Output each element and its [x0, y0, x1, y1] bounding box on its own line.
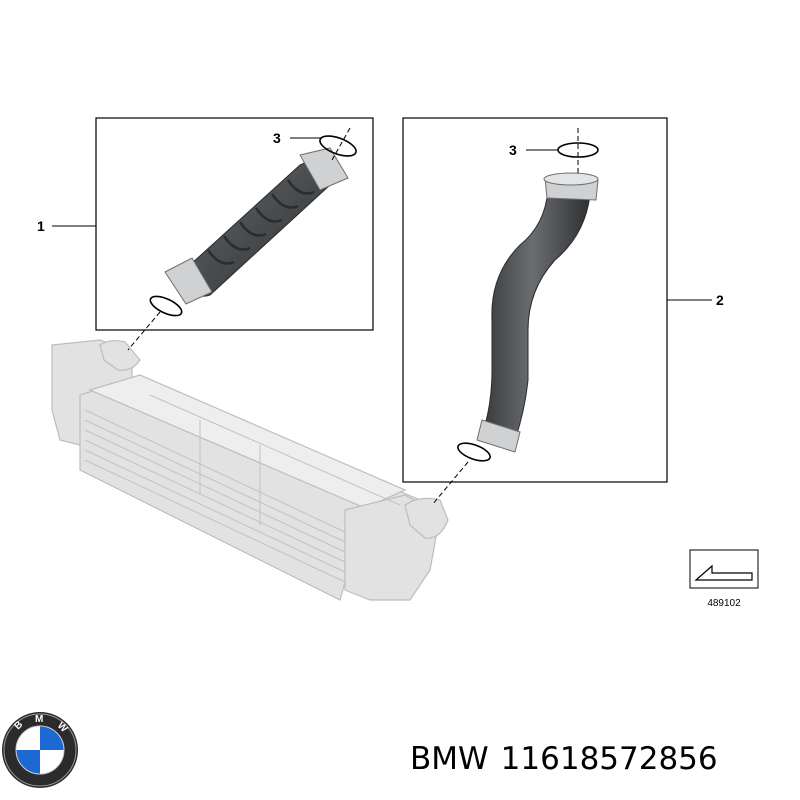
reference-box: [689, 549, 759, 589]
hose-2-seal-lower: [457, 442, 491, 462]
svg-text:M: M: [35, 714, 43, 725]
bmw-logo: B M W: [2, 712, 78, 788]
callout-3b-label: 3: [509, 142, 517, 158]
hose-2-body: [484, 189, 591, 441]
callout-3a-label: 3: [273, 130, 281, 146]
hose-2-clamp-lower: [476, 419, 521, 453]
hose-1: [127, 127, 357, 351]
detail-box-2: [402, 117, 668, 483]
hose-2-clamp-upper: [543, 172, 599, 201]
callout-1-label: 1: [37, 218, 45, 234]
reference-code: 489102: [707, 598, 741, 609]
hose-2: [431, 128, 599, 506]
callout-2-label: 2: [716, 292, 724, 308]
hose-2-axis-bottom: [431, 461, 469, 506]
detail-box-1: [95, 117, 374, 331]
intercooler-right-outlet: [404, 497, 449, 539]
footer-part-number: 11618572856: [500, 741, 718, 777]
intercooler-left-inlet: [99, 339, 141, 371]
hose-1-seal-lower: [149, 295, 183, 317]
hose-1-clamp-lower: [164, 257, 213, 305]
reference-arrow-icon: [694, 564, 753, 581]
hose-1-clamp-upper: [299, 147, 349, 191]
intercooler: [51, 339, 449, 601]
footer-caption: BMW 11618572856: [410, 741, 718, 777]
footer-brand: BMW: [410, 741, 489, 777]
intercooler-top-face: [88, 374, 407, 509]
hose-1-ribs: [206, 179, 315, 265]
intercooler-fins: [84, 394, 401, 583]
reference-symbol: 489102: [689, 549, 759, 609]
hose-1-axis-bottom: [127, 311, 161, 351]
hose-1-axis-top: [331, 127, 351, 161]
hose-1-seal-upper: [319, 135, 357, 157]
